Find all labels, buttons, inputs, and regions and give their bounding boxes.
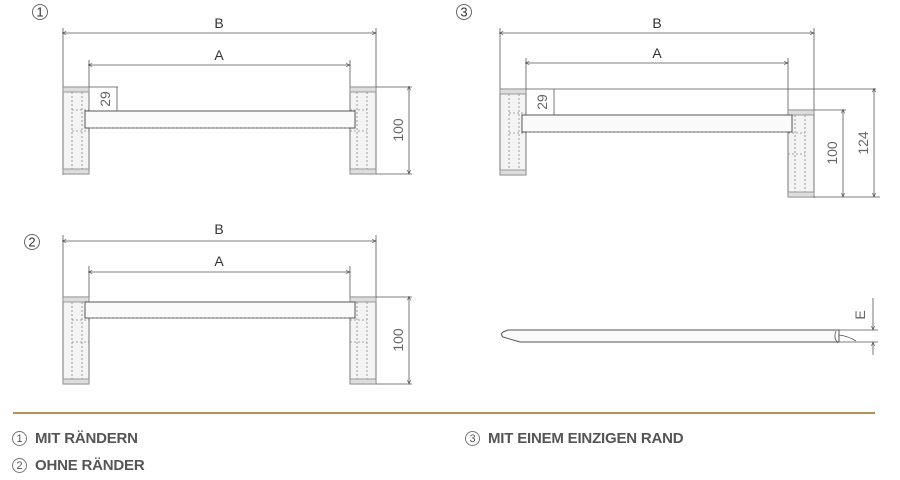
- dim-a-label: A: [214, 253, 224, 269]
- dim-100-label: 100: [824, 141, 840, 165]
- dim-124-label: 124: [855, 131, 871, 155]
- dim-a-label: A: [214, 47, 224, 63]
- legend-label: MIT EINEM EINZIGEN RAND: [488, 430, 684, 447]
- dim-b-label: B: [214, 221, 223, 237]
- dim-29-label: 29: [534, 94, 550, 110]
- legend-badge: 1: [12, 431, 27, 446]
- dim-29-label: 29: [97, 91, 113, 107]
- badge-1: [32, 4, 48, 20]
- legend-label: OHNE RÄNDER: [35, 457, 145, 474]
- badge-3: [456, 4, 472, 20]
- badge-2-number: 2: [28, 235, 35, 250]
- diagram-1-mit-raendern: 1 B A 29: [32, 4, 412, 175]
- legend-item-3: 3 MIT EINEM EINZIGEN RAND: [465, 430, 684, 447]
- technical-drawings: 1 B A 29: [24, 4, 880, 410]
- legend-badge: 2: [12, 458, 27, 473]
- dim-b-label: B: [652, 15, 661, 31]
- legend-badge: 3: [465, 431, 480, 446]
- legend-label: MIT RÄNDERN: [35, 430, 138, 447]
- divider: [13, 412, 875, 414]
- legend-item-2: 2 OHNE RÄNDER: [12, 457, 145, 474]
- diagram-3-mit-einem-einzigen-rand: 3 B A 29 100: [456, 4, 880, 198]
- badge-3-number: 3: [460, 5, 467, 20]
- dim-a-label: A: [652, 45, 662, 61]
- dim-100-label: 100: [390, 118, 406, 142]
- legend-item-1: 1 MIT RÄNDERN: [12, 430, 138, 447]
- dim-e-label: E: [852, 310, 868, 319]
- dim-100-label: 100: [390, 328, 406, 352]
- diagram-2-ohne-raender: 2 B A 100: [24, 221, 412, 384]
- dim-b-label: B: [214, 15, 223, 31]
- badge-1-number: 1: [36, 5, 43, 20]
- diagram-side-profile: E: [501, 298, 878, 355]
- badge-2: [24, 234, 40, 250]
